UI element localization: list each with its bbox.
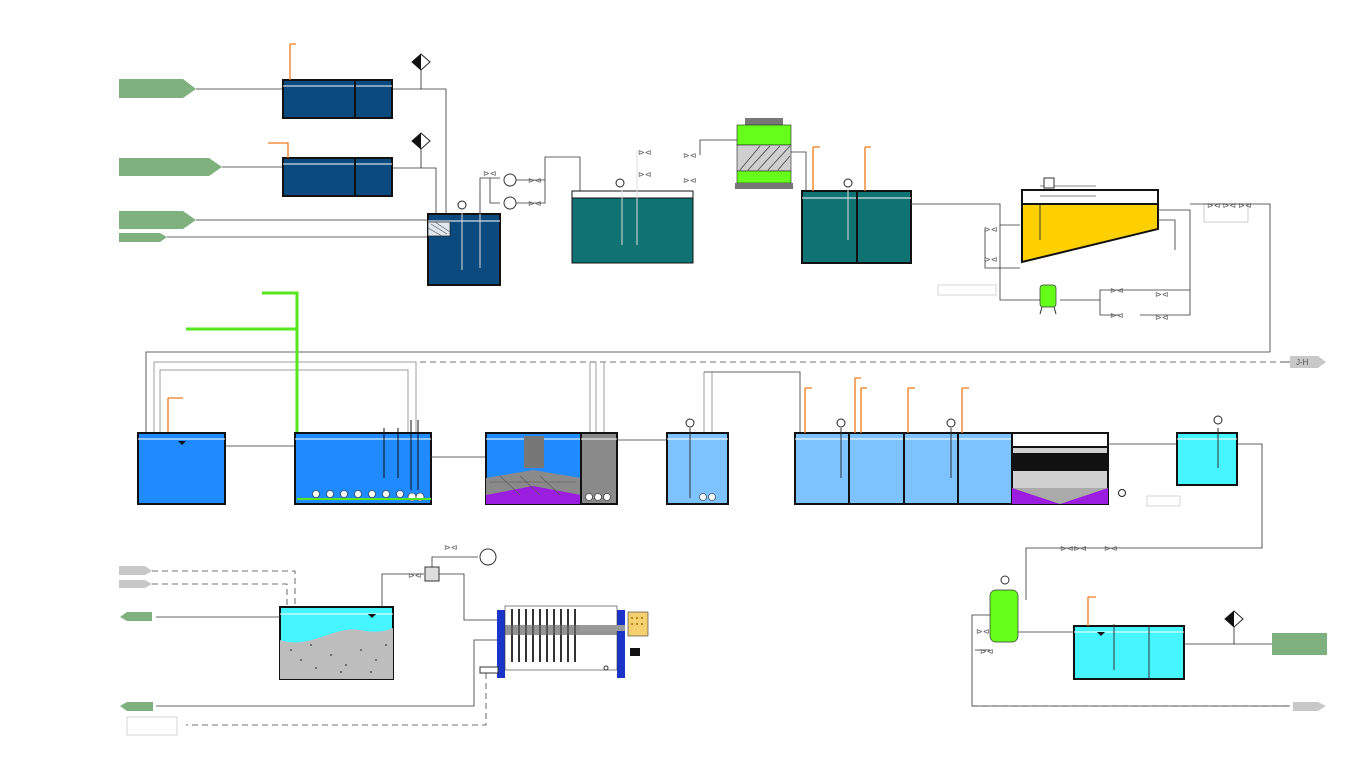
- svg-text:⊳⊲: ⊳⊲: [483, 169, 496, 178]
- level-gauge-icon: [1213, 415, 1223, 425]
- svg-text:⊳⊲: ⊳⊲: [638, 148, 651, 157]
- instrument-probe: [268, 142, 289, 158]
- inlet-stream-1[interactable]: [119, 79, 196, 98]
- svg-text:⊳⊲: ⊳⊲: [638, 170, 651, 179]
- reaction-tank[interactable]: [801, 146, 1020, 264]
- svg-text:⊳⊲: ⊳⊲: [984, 225, 997, 234]
- aeration-tank[interactable]: [294, 420, 486, 505]
- filter-feed-pump: ⊳⊲ ⊳⊲: [381, 543, 498, 621]
- svg-text:⊳⊲: ⊳⊲: [1155, 290, 1168, 299]
- inlet-lines: [167, 88, 447, 238]
- svg-text:⊳⊲⊳⊲: ⊳⊲⊳⊲: [1060, 544, 1087, 553]
- svg-text:⊳⊲: ⊳⊲: [984, 255, 997, 264]
- sludge-stream-2[interactable]: [119, 580, 152, 588]
- flow-meter-icon[interactable]: [1224, 610, 1244, 644]
- level-gauge-icon: [615, 178, 625, 188]
- cake-outlet[interactable]: [120, 702, 153, 711]
- level-gauge-icon: [843, 178, 853, 188]
- level-gauge-icon: [685, 418, 695, 428]
- diffuser-icon: [585, 493, 611, 501]
- green-tower[interactable]: ⊳⊲ ⊳⊲: [683, 118, 807, 192]
- svg-text:⊳⊲: ⊳⊲: [683, 151, 696, 160]
- secondary-clarifier[interactable]: [485, 432, 582, 505]
- svg-text:⊳⊲: ⊳⊲: [528, 176, 541, 185]
- sludge-thickener[interactable]: [580, 432, 666, 505]
- treated-water-tank[interactable]: [1073, 596, 1272, 680]
- pump-icon[interactable]: [503, 173, 517, 187]
- mixer-icon: [1043, 177, 1055, 189]
- biological-reactor-series[interactable]: [794, 377, 1013, 505]
- sludge-storage-tank[interactable]: [120, 606, 394, 680]
- connector-arrow-j-h[interactable]: [1290, 356, 1326, 368]
- transfer-pumps: ⊳⊲ ⊳⊲ ⊳⊲: [479, 156, 581, 214]
- blank-label-box: [937, 284, 997, 296]
- flow-meter-icon[interactable]: [411, 132, 431, 168]
- pump-icon[interactable]: [424, 566, 440, 582]
- svg-text:⊳⊲: ⊳⊲: [1104, 544, 1117, 553]
- svg-text:⊳⊲: ⊳⊲: [444, 543, 457, 552]
- sludge-stream-1[interactable]: [119, 566, 152, 575]
- blank-label-box: [126, 716, 178, 736]
- pump-icon[interactable]: [503, 196, 517, 210]
- sludge-inlet-arrows: [119, 566, 296, 606]
- clean-water-tank[interactable]: ⊳⊲⊳⊲ ⊳⊲: [1025, 415, 1263, 600]
- collection-tank[interactable]: [427, 190, 501, 286]
- flow-meter-icon[interactable]: [411, 53, 431, 89]
- svg-text:⊳⊲: ⊳⊲: [976, 627, 989, 636]
- membrane-settler[interactable]: [1011, 432, 1181, 507]
- flotation-unit[interactable]: ⊳⊲ ⊳⊲ ⊳⊲ ⊳⊲ ⊳⊲ ⊳⊲: [984, 177, 1191, 322]
- backwash-outlet-arrow[interactable]: [1293, 702, 1326, 711]
- svg-text:⊳⊲: ⊳⊲: [408, 571, 421, 580]
- inlet-stream-4[interactable]: [119, 233, 167, 242]
- equalization-tank[interactable]: ⊳⊲ ⊳⊲: [571, 148, 694, 264]
- supernatant-outlet[interactable]: [120, 612, 152, 621]
- aeration-air-lines: [186, 291, 299, 498]
- dosing-tank-2[interactable]: [268, 142, 393, 197]
- svg-text:⊳⊲ ⊳⊲ ⊳⊲: ⊳⊲ ⊳⊲ ⊳⊲: [1207, 201, 1252, 210]
- inlet-stream-3[interactable]: [119, 211, 196, 229]
- svg-text:⊳⊲: ⊳⊲: [528, 199, 541, 208]
- air-saturation-vessel[interactable]: [1039, 284, 1057, 315]
- filter-press[interactable]: [156, 605, 649, 726]
- dosing-tank-1[interactable]: [282, 43, 393, 119]
- instrument-probe: [289, 43, 296, 80]
- outlet-valve-group: ⊳⊲ ⊳⊲ ⊳⊲: [1190, 201, 1271, 352]
- svg-text:⊳⊲: ⊳⊲: [1110, 311, 1123, 320]
- svg-text:⊳⊲: ⊳⊲: [683, 176, 696, 185]
- pressure-filter[interactable]: ⊳⊲ ⊳⊲: [971, 575, 1290, 707]
- compressor-icon[interactable]: [479, 548, 497, 566]
- inlet-stream-arrows: [119, 79, 222, 242]
- treated-water-outlet[interactable]: [1272, 633, 1327, 655]
- intermediate-tank[interactable]: [666, 418, 729, 505]
- return-lines: J-H: [145, 351, 1326, 432]
- svg-text:⊳⊲: ⊳⊲: [980, 647, 993, 656]
- anoxic-tank[interactable]: [137, 397, 296, 505]
- connector-label-j-h: J-H: [1296, 358, 1309, 367]
- inlet-stream-2[interactable]: [119, 158, 222, 176]
- svg-text:⊳⊲: ⊳⊲: [1110, 286, 1123, 295]
- svg-text:⊳⊲: ⊳⊲: [1155, 313, 1168, 322]
- level-gauge-icon: [457, 200, 467, 210]
